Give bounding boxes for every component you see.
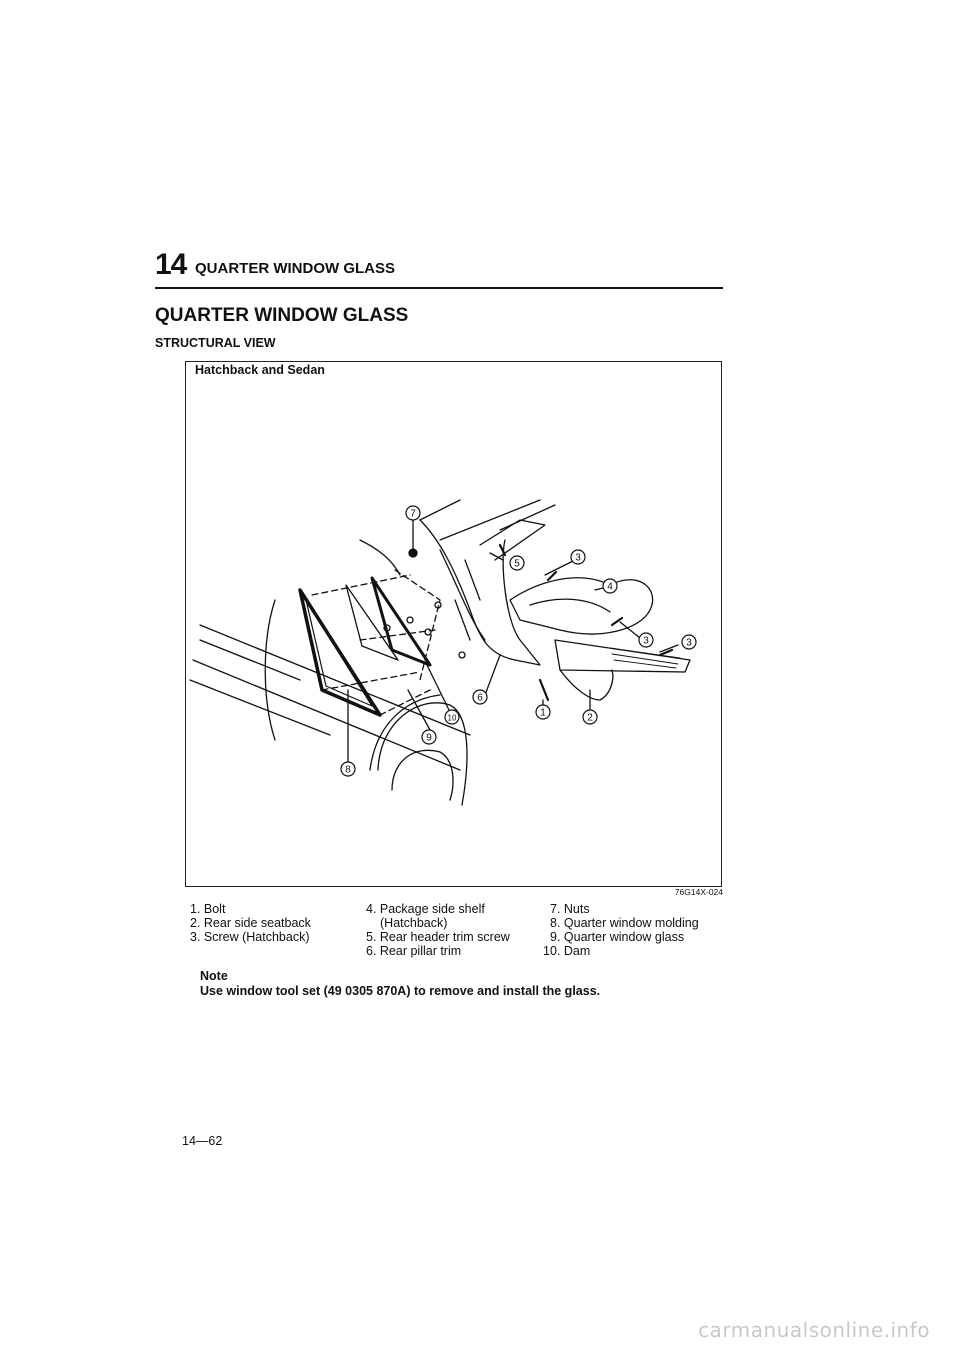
callout-number: 6 [477,693,483,704]
callout-number: 9 [426,733,432,744]
footer-text: carmanualsonline.info [698,1318,930,1342]
callout-circle [421,729,437,745]
callout-number: 10 [448,714,457,723]
header-rule [155,287,723,289]
chapter-title: QUARTER WINDOW GLASS [195,260,395,277]
callout-circle [681,634,697,650]
legend-item: 8. Quarter window molding [550,916,699,930]
legend-item: (Hatchback) [380,916,448,930]
page-number: 14—62 [182,1134,223,1148]
callout-circle [405,505,421,521]
legend-column-1: 1. Bolt 2. Rear side seatback 3. Screw (… [190,902,311,944]
callout-number: 4 [607,582,613,593]
legend-item: 1. Bolt [190,902,226,916]
section-subtitle: STRUCTURAL VIEW [155,336,276,350]
callout-group: 1 2 3 3 3 4 5 6 7 8 9 10 [340,505,697,777]
legend-item: 10. Dam [543,944,591,958]
callout-number: 3 [643,636,649,647]
legend-item: 2. Rear side seatback [190,916,311,930]
chapter-number: 14 [155,248,187,281]
figure-label: Hatchback and Sedan [195,363,325,377]
callout-circle [472,689,488,705]
callout-number: 8 [345,765,351,776]
callout-circle [570,549,586,565]
legend-column-3: 7. Nuts 8. Quarter window molding 9. Qua… [543,902,699,958]
callout-number: 7 [410,509,416,520]
callout-number: 3 [575,553,581,564]
callout-circle [638,632,654,648]
legend-item: 3. Screw (Hatchback) [190,930,310,944]
note-text: Use window tool set (49 0305 870A) to re… [200,984,601,998]
callout-circle [535,704,551,720]
figure-code: 76G14X-024 [674,887,723,897]
legend-item: 7. Nuts [550,902,590,916]
legend-item: 4. Package side shelf [366,902,485,916]
legend-item: 6. Rear pillar trim [366,944,462,958]
callout-number: 5 [514,559,520,570]
footer-watermark: carmanualsonline.info [0,1318,960,1342]
section-title: QUARTER WINDOW GLASS [155,305,409,326]
legend-column-2: 4. Package side shelf (Hatchback) 5. Rea… [366,902,510,958]
legend-item: 9. Quarter window glass [550,930,685,944]
callout-circle [602,578,618,594]
callout-number: 1 [540,708,546,719]
callout-circle [582,709,598,725]
legend-item: 5. Rear header trim screw [366,930,510,944]
note-heading: Note [200,969,228,983]
callout-circle [509,555,525,571]
callout-circle [444,709,460,725]
structural-diagram: 1 2 3 3 3 4 5 6 7 8 9 10 [189,499,697,806]
callout-number: 2 [587,713,593,724]
callout-number: 3 [686,638,692,649]
figure-frame [185,361,722,887]
callout-circle [340,761,356,777]
